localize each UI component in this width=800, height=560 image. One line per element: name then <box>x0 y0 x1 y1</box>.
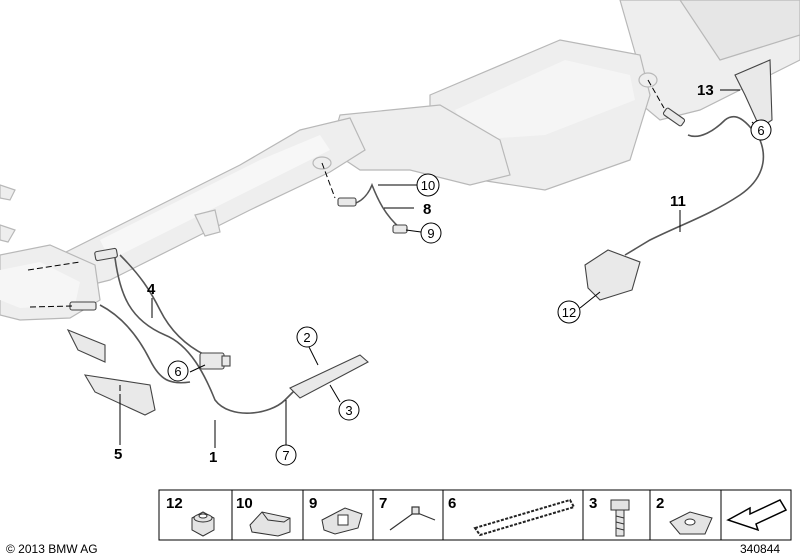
callout-3: 3 <box>338 399 360 421</box>
svg-text:7: 7 <box>282 448 289 463</box>
exhaust-system-illustration <box>0 0 800 321</box>
svg-text:8: 8 <box>423 201 431 218</box>
sensor-cables <box>99 115 765 414</box>
svg-text:3: 3 <box>589 495 597 512</box>
callout-6-left: 6 <box>167 360 189 382</box>
spring-nut-icon <box>669 511 713 535</box>
bolt-icon <box>610 499 630 537</box>
legend-item-9: 9 <box>309 495 363 535</box>
svg-text:13: 13 <box>697 82 714 99</box>
diagram-id: 340844 <box>740 542 780 556</box>
svg-text:10: 10 <box>421 178 435 193</box>
svg-text:2: 2 <box>303 330 310 345</box>
callout-10: 10 <box>416 173 440 197</box>
callout-7: 7 <box>275 444 297 466</box>
callout-11: 11 <box>670 193 686 210</box>
callout-8: 8 <box>423 201 431 218</box>
nut-icon <box>191 511 215 537</box>
svg-text:6: 6 <box>174 364 181 379</box>
cable-strap-icon <box>473 498 576 537</box>
callout-1: 1 <box>209 449 217 466</box>
legend-item-12: 12 <box>166 495 215 537</box>
svg-text:2: 2 <box>656 495 664 512</box>
legend-item-6: 6 <box>448 495 576 537</box>
cable-tie-icon <box>389 506 436 531</box>
callout-4: 4 <box>147 281 156 298</box>
svg-text:9: 9 <box>309 495 317 512</box>
legend-item-10: 10 <box>236 495 291 537</box>
legend-item-3: 3 <box>589 495 630 537</box>
svg-text:12: 12 <box>562 305 576 320</box>
svg-text:6: 6 <box>448 495 456 512</box>
svg-text:11: 11 <box>670 193 686 210</box>
svg-text:4: 4 <box>147 281 156 298</box>
svg-text:7: 7 <box>379 495 387 512</box>
clip-icon <box>249 511 291 537</box>
parts-illustration <box>66 59 773 416</box>
svg-text:9: 9 <box>427 226 434 241</box>
callout-9: 9 <box>420 222 442 244</box>
guide-lines <box>27 79 665 395</box>
svg-text:3: 3 <box>345 403 352 418</box>
callout-5: 5 <box>114 446 122 463</box>
callout-2: 2 <box>296 326 318 348</box>
svg-text:12: 12 <box>166 495 183 512</box>
callout-6-right: 6 <box>750 119 772 141</box>
svg-text:5: 5 <box>114 446 122 463</box>
svg-text:6: 6 <box>757 123 764 138</box>
callout-13: 13 <box>697 82 714 99</box>
svg-text:10: 10 <box>236 495 253 512</box>
bracket-clip-icon <box>321 507 363 535</box>
copyright-text: © 2013 BMW AG <box>6 542 98 556</box>
arrow-icon <box>726 499 788 532</box>
legend-item-7: 7 <box>379 495 436 531</box>
legend-item-arrow <box>726 499 788 532</box>
callout-12: 12 <box>557 300 581 324</box>
legend-item-2: 2 <box>656 495 713 535</box>
parts-legend: 12 10 9 7 <box>158 489 792 541</box>
svg-text:1: 1 <box>209 449 217 466</box>
leader-lines <box>119 89 763 448</box>
